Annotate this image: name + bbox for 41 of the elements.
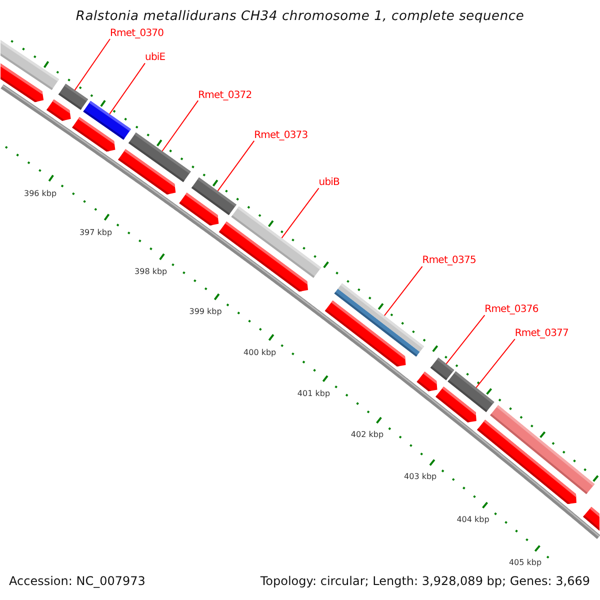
gene-label: Rmet_0377 — [514, 328, 568, 340]
scale-label: 399 kbp — [189, 307, 222, 318]
leader-line — [281, 188, 320, 238]
gene-bar — [430, 358, 454, 380]
gene-label: ubiB — [318, 177, 340, 188]
leader-line — [217, 140, 255, 192]
gene-block — [179, 192, 219, 226]
gene-label: Rmet_0373 — [254, 130, 308, 141]
gene-label: Rmet_0372 — [198, 90, 252, 101]
gene-block — [416, 372, 438, 392]
scale-label: 400 kbp — [244, 348, 276, 358]
scale-label: 403 kbp — [404, 472, 437, 482]
scale-label: 405 kbp — [508, 558, 542, 568]
leader-line — [476, 338, 516, 388]
scale-label: 402 kbp — [350, 430, 384, 440]
scale-label: 401 kbp — [297, 388, 330, 399]
leader-line — [384, 266, 423, 316]
leader-line — [109, 62, 146, 115]
scale-label: 398 kbp — [134, 267, 168, 278]
gene-label: Rmet_0370 — [110, 28, 164, 39]
scale-label: 396 kbp — [24, 188, 57, 199]
scale-label: 404 kbp — [456, 514, 490, 525]
leader-line — [162, 100, 199, 152]
gene-block — [46, 99, 71, 121]
gene-block — [0, 63, 44, 102]
gene-label: Rmet_0375 — [422, 255, 476, 266]
gene-block — [118, 149, 176, 194]
footer-text: Topology: circular; Length: 3,928,089 bp; Genes: 3,669 — [260, 574, 590, 589]
leader-line — [446, 314, 486, 364]
leader-line — [74, 38, 110, 91]
scale-label: 397 kbp — [79, 228, 112, 238]
gene-block — [477, 420, 576, 504]
gene-block — [436, 386, 476, 422]
gene-block — [583, 506, 600, 531]
footer-text: Accession: NC_007973 — [9, 574, 146, 589]
title: Ralstonia metallidurans CH34 chromosome 1, complete sequence — [76, 9, 524, 25]
gene-block — [324, 300, 406, 366]
gene-block — [72, 116, 116, 152]
gene-label: Rmet_0376 — [484, 304, 538, 316]
gene-block — [218, 222, 308, 292]
gene-label: ubiE — [145, 52, 166, 64]
